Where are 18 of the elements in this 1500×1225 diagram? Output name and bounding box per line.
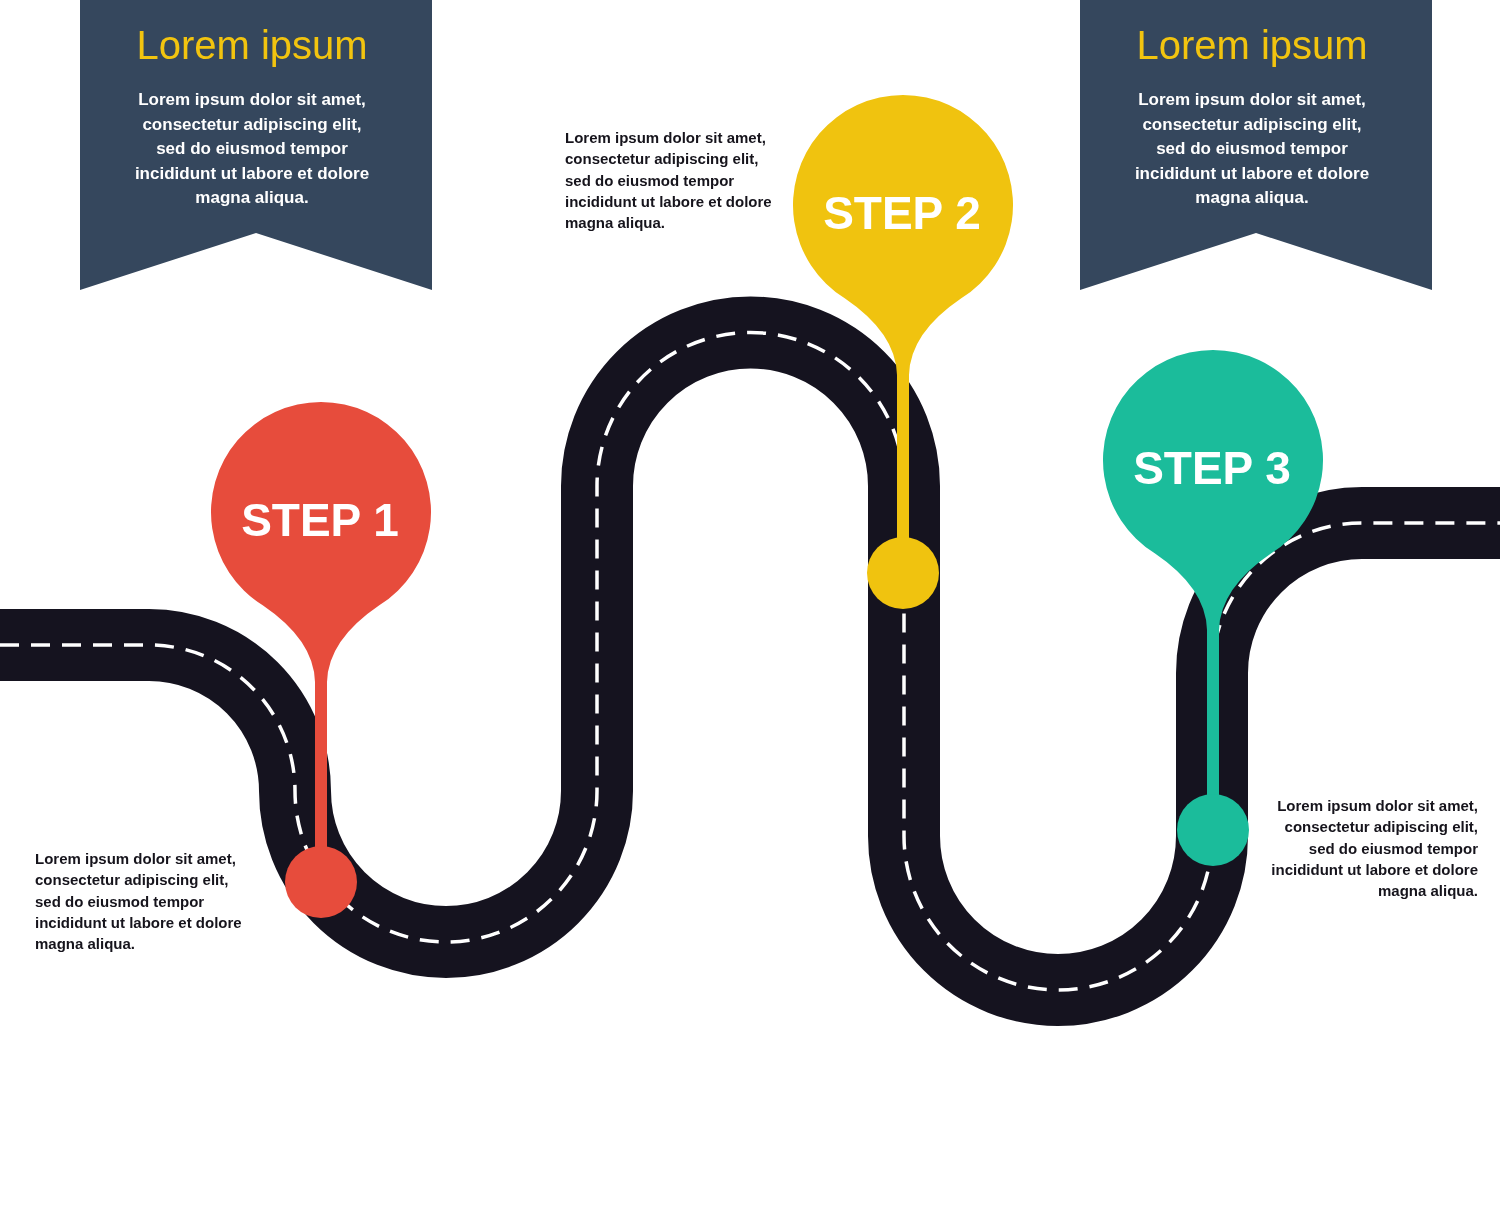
pin-stem <box>897 375 909 538</box>
step-label: STEP 1 <box>241 493 399 547</box>
map-pin-head <box>211 402 431 682</box>
step-description: Lorem ipsum dolor sit amet, consectetur adipiscing elit, sed do eiusmod tempor incididunt ut labore et dolore magna aliqua. <box>565 128 773 234</box>
step-label: STEP 2 <box>823 186 981 240</box>
step-label: STEP 3 <box>1133 441 1291 495</box>
banner-title: Lorem ipsum <box>136 22 368 68</box>
banner-text: Lorem ipsum dolor sit amet, consectetur adipiscing elit, sed do eiusmod tempor incididunt ut labore et dolore magna aliqua. <box>133 89 371 209</box>
step-description: Lorem ipsum dolor sit amet, consectetur adipiscing elit, sed do eiusmod tempor incididunt ut labore et dolore magna aliqua. <box>1270 796 1478 902</box>
banner-text: Lorem ipsum dolor sit amet, consectetur adipiscing elit, sed do eiusmod tempor incididunt ut labore et dolore magna aliqua. <box>1133 89 1371 209</box>
banner-title: Lorem ipsum <box>1136 22 1368 68</box>
pin-stem <box>315 682 327 847</box>
ribbon-banner <box>1080 0 1432 290</box>
ribbon-banner <box>80 0 432 290</box>
pin-stem <box>1207 630 1219 795</box>
step-description: Lorem ipsum dolor sit amet, consectetur adipiscing elit, sed do eiusmod tempor incididunt ut labore et dolore magna aliqua. <box>35 849 243 955</box>
map-pin-head <box>1103 350 1323 630</box>
map-pin-head <box>793 95 1013 375</box>
